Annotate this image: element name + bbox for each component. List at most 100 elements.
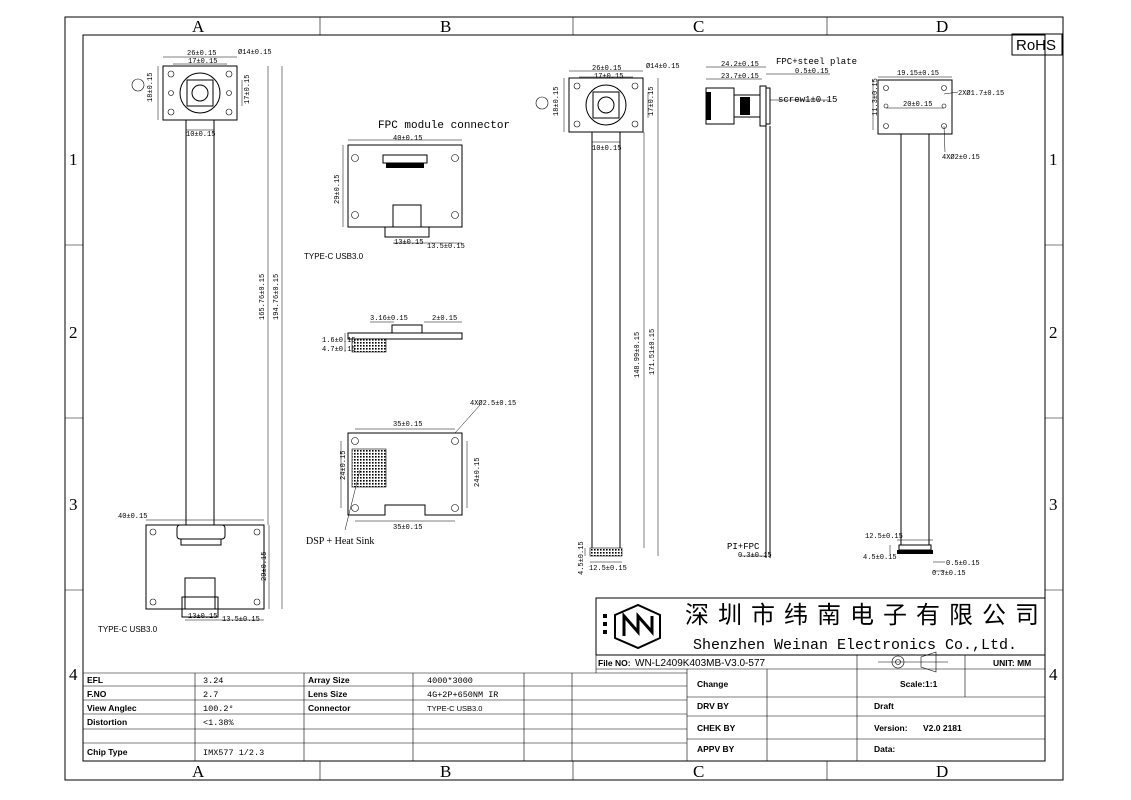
spec-right-value: 4000*3000: [427, 676, 473, 686]
zone-row-3-left: 3: [69, 495, 78, 514]
fpc-bottom-dim-24-left: 24±0.15: [340, 451, 348, 480]
cam-back-dim-19-15: 19.15±0.15: [897, 70, 939, 78]
cam-front-dim-17: 17±0.15: [594, 73, 623, 81]
company-name-en: Shenzhen Weinan Electronics Co.,Ltd.: [693, 637, 1017, 654]
dsp-heat-sink-label: DSP + Heat Sink: [306, 536, 374, 547]
fpc-bottom-dim-35-top: 35±0.15: [393, 421, 422, 429]
front-dim-d14: Ø14±0.15: [238, 48, 272, 57]
drv-by-label: DRV BY: [697, 701, 729, 711]
cam-back-dim-20: 20±0.15: [903, 101, 932, 109]
cam-back-dim-0-5: 0.5±0.15: [946, 560, 980, 568]
cam-front-dim-12-5: 12.5±0.15: [589, 565, 627, 573]
spec-right-label: Connector: [308, 703, 351, 713]
spec-left-value: <1.38%: [203, 718, 235, 728]
company-logo-icon: [603, 603, 661, 650]
zone-row-3-right: 3: [1049, 495, 1058, 514]
front-dim-13: 13±0.15: [188, 613, 217, 621]
cam-side-dim-0-5: 0.5±0.15: [795, 68, 829, 76]
front-dim-17: 17±0.15: [188, 58, 217, 66]
camera-side-view: [705, 66, 830, 558]
front-dim-26: 26±0.15: [187, 50, 216, 58]
front-typec-label: TYPE-C USB3.0: [98, 625, 158, 634]
zone-row-2-left: 2: [69, 323, 78, 342]
spec-left-value: 2.7: [203, 690, 218, 700]
draft-label: Draft: [874, 701, 894, 711]
spec-left-label: EFL: [87, 675, 103, 685]
front-dim-29: 29±0.15: [261, 552, 269, 581]
version-value: V2.0 2181: [923, 723, 962, 733]
cam-front-dim-148: 148.99±0.15: [634, 332, 642, 378]
fpc-title: FPC module connector: [378, 120, 510, 132]
cam-front-dim-4-5: 4.5±0.15: [578, 541, 586, 575]
spec-right-value: 4G+2P+650NM IR: [427, 690, 498, 700]
fpc-side-dim-2: 2±0.15: [432, 315, 457, 323]
title-block-grid: [83, 597, 1046, 761]
front-dim-165: 165.76±0.15: [259, 274, 267, 320]
zone-col-b-bottom: B: [440, 762, 451, 781]
fpc-bottom-dim-35-bottom: 35±0.15: [393, 524, 422, 532]
zone-col-a-bottom: A: [192, 762, 205, 781]
fpc-bottom-view: [340, 404, 481, 531]
front-dim-18: 18±0.15: [147, 73, 155, 102]
cam-side-dim-23-7: 23.7±0.15: [721, 73, 759, 81]
orientation-symbol-icon: [535, 96, 549, 110]
zone-col-b-top: B: [440, 17, 451, 36]
chek-by-label: CHEK BY: [697, 723, 736, 733]
cam-back-dim-d1-7: 2XØ1.7±0.15: [958, 89, 1004, 98]
zone-row-4-right: 4: [1049, 665, 1058, 684]
file-no-label: File NO:: [598, 658, 631, 668]
spec-right-label: Lens Size: [308, 689, 347, 699]
version-label: Version:: [874, 723, 908, 733]
camera-front-view: [535, 70, 659, 563]
spec-left-value: IMX577 1/2.3: [203, 748, 264, 758]
fpc-bottom-holes: 4XØ2.5±0.15: [470, 399, 516, 408]
cam-back-dim-d2: 4XØ2±0.15: [942, 153, 980, 162]
fpc-dim-13-5: 13.5±0.15: [427, 243, 465, 251]
scale-label: Scale:1:1: [900, 679, 938, 689]
cam-back-dim-4-5: 4.5±0.15: [863, 554, 897, 562]
front-dim-10: 10±0.15: [186, 131, 215, 139]
fpc-dim-13: 13±0.15: [394, 239, 423, 247]
projection-symbol-icon: [878, 651, 948, 673]
fpc-bottom-dim-24-right: 24±0.15: [474, 458, 482, 487]
spec-left-value: 3.24: [203, 676, 223, 686]
file-no-value: WN-L2409K403MB-V3.0-577: [635, 658, 766, 669]
cam-side-pi-fpc: PI+FPC: [727, 542, 760, 552]
front-dim-40: 40±0.15: [118, 513, 147, 521]
cam-side-fpc-steel: FPC+steel plate: [776, 57, 857, 67]
front-dim-194: 194.76±0.15: [273, 274, 281, 320]
cam-side-dim-24-2: 24.2±0.15: [721, 61, 759, 69]
cam-front-dim-d14: Ø14±0.15: [646, 62, 680, 71]
orientation-symbol-icon: [131, 78, 145, 92]
fpc-top-view: [342, 139, 463, 244]
zone-col-c-bottom: C: [693, 762, 704, 781]
appv-by-label: APPV BY: [697, 744, 735, 754]
fpc-dim-40: 40±0.15: [393, 135, 422, 143]
front-view-module: [131, 56, 283, 621]
company-name-cn: 深圳市纬南电子有限公司: [685, 601, 1048, 629]
cam-side-screw: screw1±0.15: [778, 95, 837, 105]
fpc-side-dim-3-16: 3.16±0.15: [370, 315, 408, 323]
zone-col-c-top: C: [693, 17, 704, 36]
fpc-side-dim-4-7: 4.7±0.15: [322, 346, 356, 354]
spec-left-value: 100.2°: [203, 704, 234, 714]
rohs-label: RoHS: [1016, 37, 1056, 54]
cam-back-dim-0-3: 0.3±0.15: [932, 570, 966, 578]
spec-left-label: View Anglec: [87, 703, 137, 713]
camera-back-view: [872, 76, 959, 572]
spec-left-label: F.NO: [87, 689, 107, 699]
cam-front-dim-171: 171.51±0.15: [649, 329, 657, 375]
drawing-frame: [64, 16, 1064, 781]
zone-row-4-left: 4: [69, 665, 78, 684]
zone-row-1-right: 1: [1049, 150, 1058, 169]
cam-side-dim-0-3: 0.3±0.15: [738, 552, 772, 560]
spec-left-label: Distortion: [87, 717, 127, 727]
change-label: Change: [697, 679, 728, 689]
zone-col-d-bottom: D: [936, 762, 948, 781]
zone-row-2-right: 2: [1049, 323, 1058, 342]
cam-front-dim-17-vertical: 17±0.15: [648, 87, 656, 116]
cam-front-dim-10: 10±0.15: [592, 145, 621, 153]
fpc-typec-label: TYPE-C USB3.0: [304, 252, 364, 261]
cam-back-dim-11-3: 11.3±0.15: [872, 78, 880, 116]
rohs-box: [1011, 33, 1063, 56]
